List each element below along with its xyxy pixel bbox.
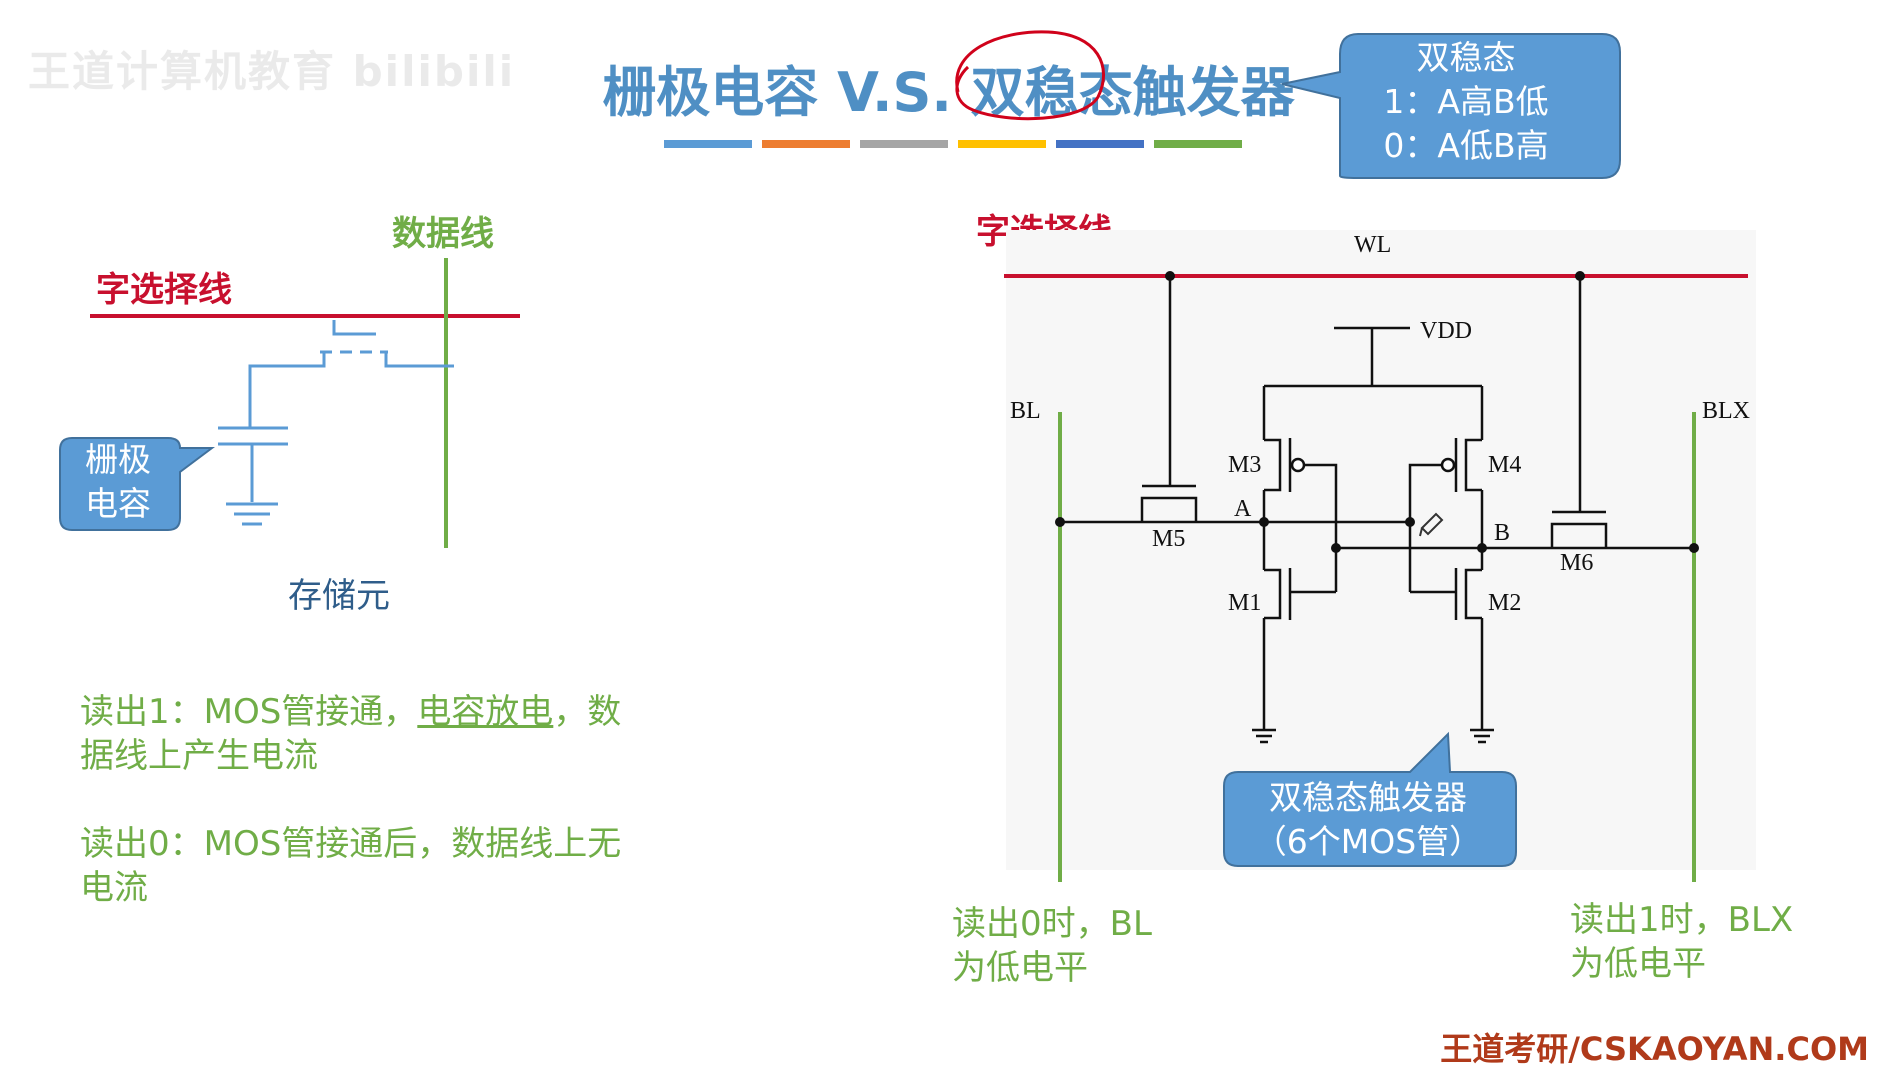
flip-flop-callout-text: 双稳态触发器 （6个MOS管） — [1232, 776, 1504, 864]
capacitor-callout-line1: 栅极 — [85, 440, 151, 479]
label-wl: WL — [1354, 232, 1392, 258]
gate-capacitor — [218, 426, 288, 526]
blx-note-line2: 为低电平 — [1570, 944, 1706, 984]
note-read1-underlined: 电容放电 — [417, 692, 554, 732]
label-node-a: A — [1234, 496, 1252, 522]
callout-bistable-line2: 1：A高B低 — [1383, 82, 1549, 121]
bl-note-line2: 为低电平 — [952, 948, 1088, 988]
color-bar — [1154, 140, 1242, 148]
capacitor-callout-text: 栅极 电容 — [58, 438, 178, 526]
capacitor-callout — [59, 437, 215, 531]
bl-note-line1: 读出0时，BL — [952, 904, 1152, 944]
sram-circuit — [1004, 230, 1756, 882]
left-word-select-label: 字选择线 — [96, 270, 232, 310]
color-bar — [762, 140, 850, 148]
callout-bistable — [1281, 33, 1621, 179]
blx-note: 读出1时，BLX 为低电平 — [1570, 898, 1793, 986]
capacitor-callout-line2: 电容 — [85, 484, 151, 523]
title-part1: 栅极电容 V.S. — [602, 61, 971, 124]
callout-bistable-line3: 0：A低B高 — [1383, 126, 1549, 165]
note-read1: 读出1：MOS管接通，电容放电，数据线上产生电流 — [80, 690, 650, 778]
pencil-icon — [1419, 512, 1444, 537]
storage-cell-label: 存储元 — [288, 576, 390, 616]
note-read1-suffix: ，数据线上产生电流 — [80, 692, 622, 776]
color-bar — [958, 140, 1046, 148]
label-m6: M6 — [1560, 550, 1594, 576]
note-read0: 读出0：MOS管接通后，数据线上无电流 — [80, 824, 622, 908]
label-vdd: VDD — [1420, 318, 1472, 344]
title-part3: 触发器 — [1132, 61, 1295, 124]
note-read1-prefix: 读出1：MOS管接通， — [80, 692, 418, 732]
label-blx: BLX — [1702, 398, 1750, 424]
label-m3: M3 — [1228, 452, 1262, 478]
color-bar — [860, 140, 948, 148]
left-mos-transistor — [248, 320, 454, 428]
title-color-bars — [664, 140, 1242, 148]
left-circuit — [59, 258, 520, 548]
label-m5: M5 — [1152, 526, 1186, 552]
callout-bistable-line1: 双稳态 — [1416, 38, 1516, 77]
blx-note-line1: 读出1时，BLX — [1570, 900, 1794, 940]
label-m1: M1 — [1228, 590, 1262, 616]
color-bar — [1056, 140, 1144, 148]
watermark: 王道计算机教育 bilibili — [28, 47, 516, 96]
label-node-b: B — [1494, 520, 1511, 546]
flip-flop-callout-line2: （6个MOS管） — [1253, 822, 1483, 861]
title-part2: 双稳态 — [970, 61, 1133, 124]
flip-flop-callout — [1223, 731, 1517, 867]
label-m2: M2 — [1488, 590, 1522, 616]
page-title: 栅极电容 V.S. 双稳态触发器 — [0, 48, 1897, 127]
callout-bistable-text: 双稳态 1：A高B低 0：A低B高 — [1330, 36, 1602, 168]
red-circle-annotation — [955, 30, 1105, 121]
flip-flop-callout-line1: 双稳态触发器 — [1269, 778, 1467, 817]
sram-wiring — [1060, 276, 1694, 744]
bl-note: 读出0时，BL 为低电平 — [952, 902, 1152, 990]
left-data-line-label: 数据线 — [392, 214, 494, 254]
footer-brand: 王道考研/CSKAOYAN.COM — [1440, 1030, 1869, 1068]
label-m4: M4 — [1488, 452, 1522, 478]
label-bl: BL — [1010, 398, 1041, 424]
color-bar — [664, 140, 752, 148]
